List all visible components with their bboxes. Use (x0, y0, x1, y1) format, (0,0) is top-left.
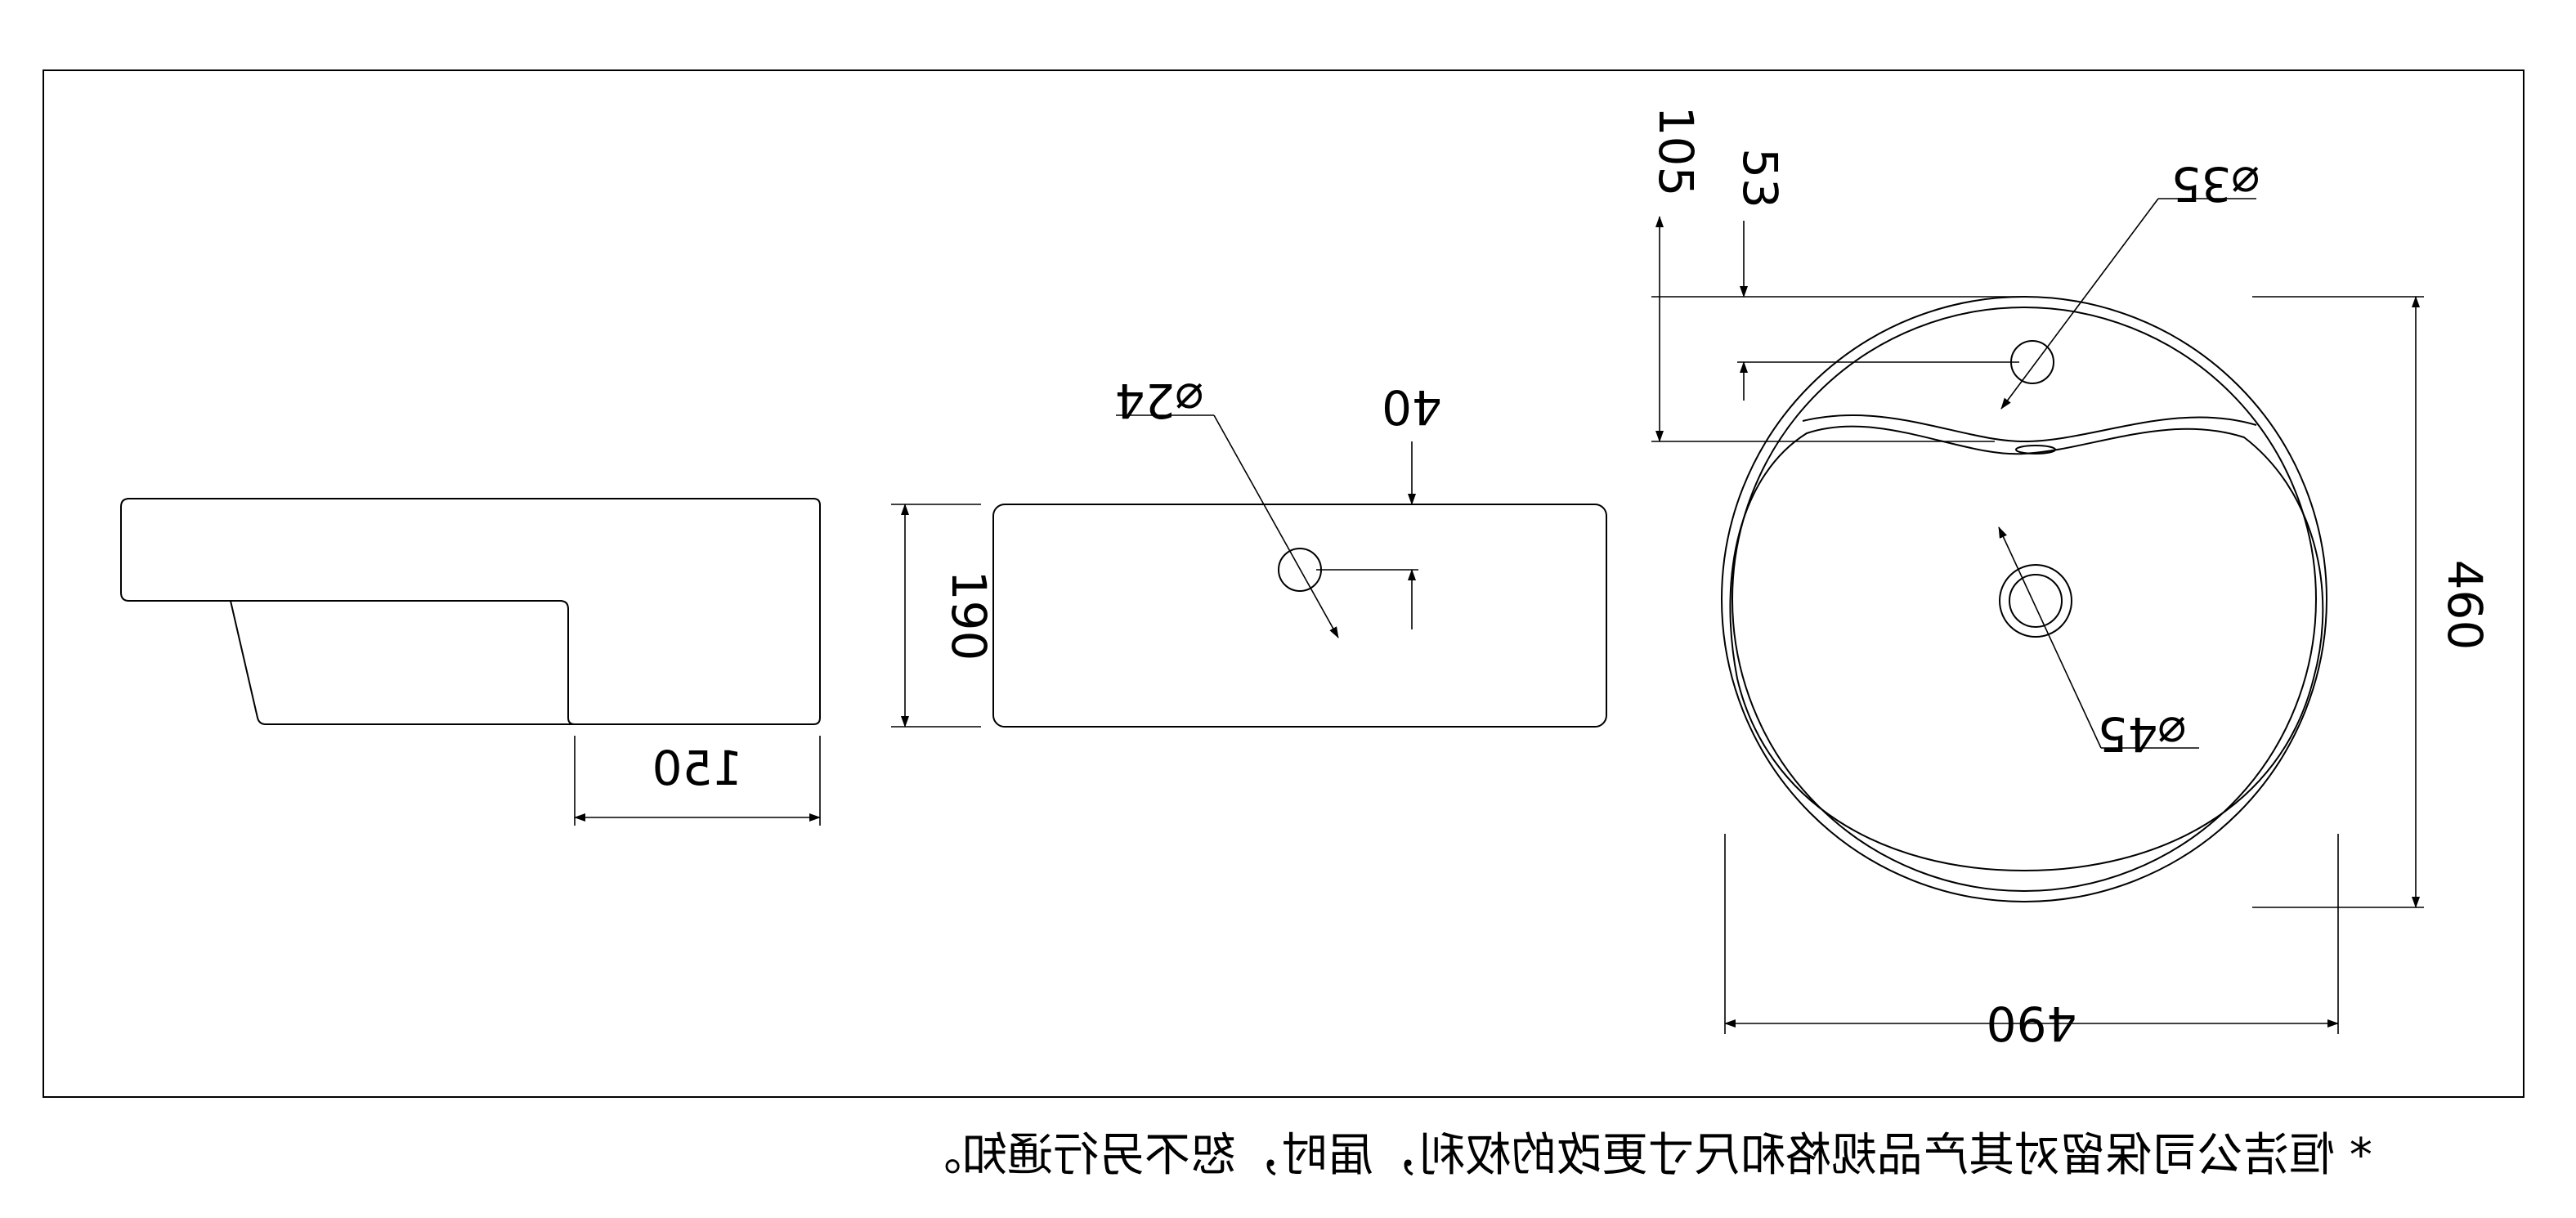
footnote: * 恒洁公司保留对其产品规格和尺寸更改的权利，届时，恕不另行通知。 (916, 1129, 2372, 1182)
drain-inner (2009, 574, 2063, 628)
side-view: 150 (120, 498, 821, 826)
front-hole-offset-label: 40 (1382, 379, 1442, 435)
overflow-slot (2015, 445, 2056, 455)
top-view: 490 460 105 53 ⌀35 ⌀45 (1648, 106, 2493, 1051)
offset-a-label: 105 (1648, 106, 1704, 197)
front-view-outline (992, 504, 1607, 728)
front-hole-dia-label: ⌀24 (1115, 373, 1204, 428)
offset-b-label: 53 (1732, 148, 1788, 208)
basin-outer-rim-inner (1732, 307, 2317, 892)
side-depth-label: 150 (652, 741, 743, 796)
tap-hole-leader-diag (2000, 198, 2159, 410)
side-view-step-edge (559, 600, 576, 725)
top-length-label: 490 (1987, 996, 2077, 1051)
front-hole-leader-diag (1213, 414, 1339, 638)
front-view: 190 40 ⌀24 (891, 373, 1607, 728)
tap-hole-dia-label: ⌀35 (2171, 156, 2260, 212)
drawing-frame (43, 69, 2524, 1098)
drain-outer (1999, 564, 2072, 638)
basin-outer-rim (1721, 296, 2327, 902)
side-view-outline (120, 498, 821, 725)
front-height-label: 190 (941, 571, 997, 661)
basin-deck-edge (1802, 414, 2257, 443)
drain-dia-label: ⌀45 (2098, 706, 2187, 762)
top-width-label: 460 (2437, 560, 2493, 651)
drain-leader-diag (1998, 526, 2102, 749)
basin-bowl (1729, 425, 2324, 872)
